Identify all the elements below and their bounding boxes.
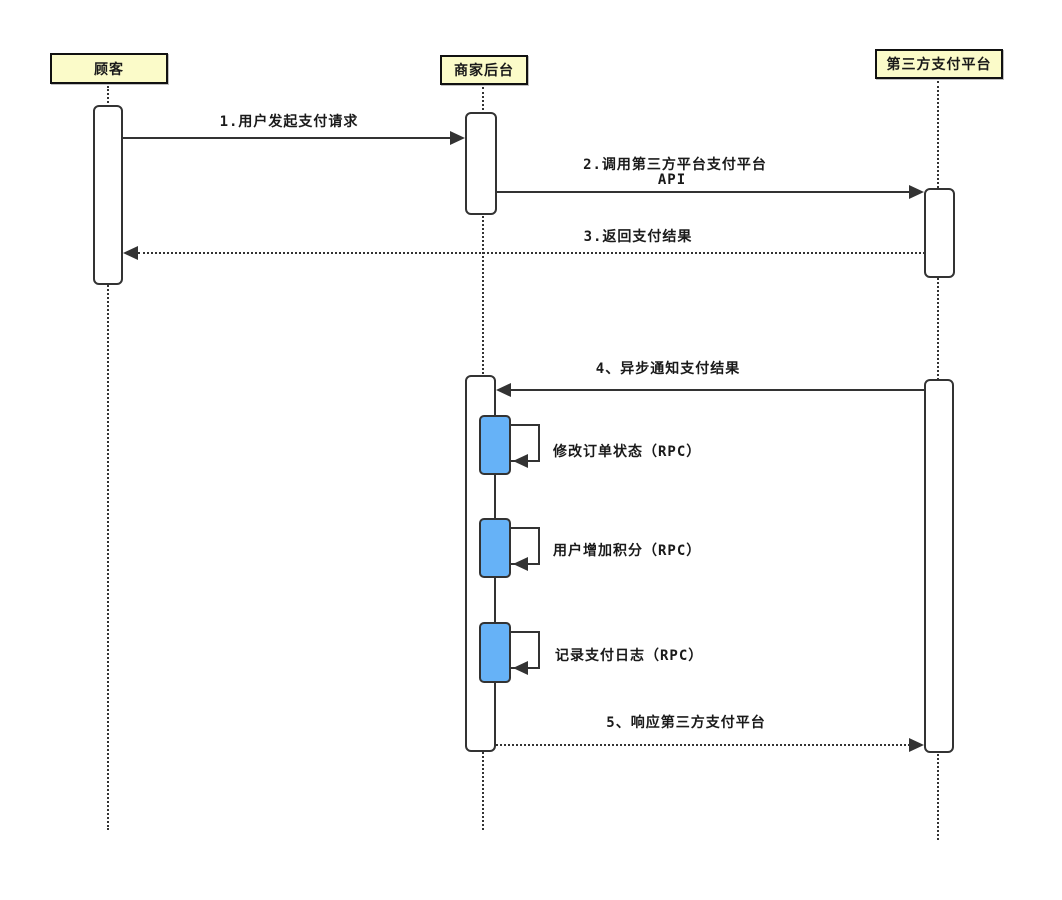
actor-label-customer: 顾客 bbox=[94, 61, 124, 78]
message-3-line bbox=[138, 252, 925, 254]
message-5-arrowhead-right-icon bbox=[909, 738, 924, 752]
self-call-2-arrowhead-left-icon bbox=[513, 557, 528, 571]
activation-merchant-1 bbox=[465, 112, 497, 215]
message-2-label-line2: API bbox=[657, 172, 687, 188]
activation-customer-1 bbox=[93, 105, 123, 285]
actor-label-merchant: 商家后台 bbox=[454, 63, 514, 79]
message-4-label: 4、异步通知支付结果 bbox=[595, 361, 741, 377]
activation-thirdparty-1 bbox=[924, 188, 955, 278]
actor-box-merchant: 商家后台 bbox=[440, 55, 528, 85]
self-call-2-label: 用户增加积分（RPC） bbox=[553, 543, 702, 559]
message-2-arrowhead-right-icon bbox=[909, 185, 924, 199]
lifeline-customer bbox=[107, 86, 109, 830]
message-5-line bbox=[496, 744, 910, 746]
message-2-label: 2.调用第三方平台支付平台 bbox=[583, 157, 767, 173]
message-1-line bbox=[123, 137, 453, 139]
self-call-3-arrowhead-left-icon bbox=[513, 661, 528, 675]
message-5-label: 5、响应第三方支付平台 bbox=[606, 715, 766, 731]
message-3-arrowhead-left-icon bbox=[123, 246, 138, 260]
actor-box-thirdparty: 第三方支付平台 bbox=[875, 49, 1003, 79]
message-2-line bbox=[497, 191, 911, 193]
self-call-1-label: 修改订单状态（RPC） bbox=[553, 444, 702, 460]
activation-thirdparty-2 bbox=[924, 379, 954, 753]
message-4-arrowhead-left-icon bbox=[496, 383, 511, 397]
self-activation-1 bbox=[479, 415, 511, 475]
actor-box-customer: 顾客 bbox=[50, 53, 168, 84]
actor-label-thirdparty: 第三方支付平台 bbox=[886, 57, 992, 73]
message-1-arrowhead-right-icon bbox=[450, 131, 465, 145]
message-1-label: 1.用户发起支付请求 bbox=[219, 114, 359, 130]
self-call-3-label: 记录支付日志（RPC） bbox=[555, 648, 704, 664]
message-4-line bbox=[511, 389, 925, 391]
self-activation-2 bbox=[479, 518, 511, 578]
self-activation-3 bbox=[479, 622, 511, 683]
self-call-1-arrowhead-left-icon bbox=[513, 454, 528, 468]
message-3-label: 3.返回支付结果 bbox=[583, 229, 693, 245]
